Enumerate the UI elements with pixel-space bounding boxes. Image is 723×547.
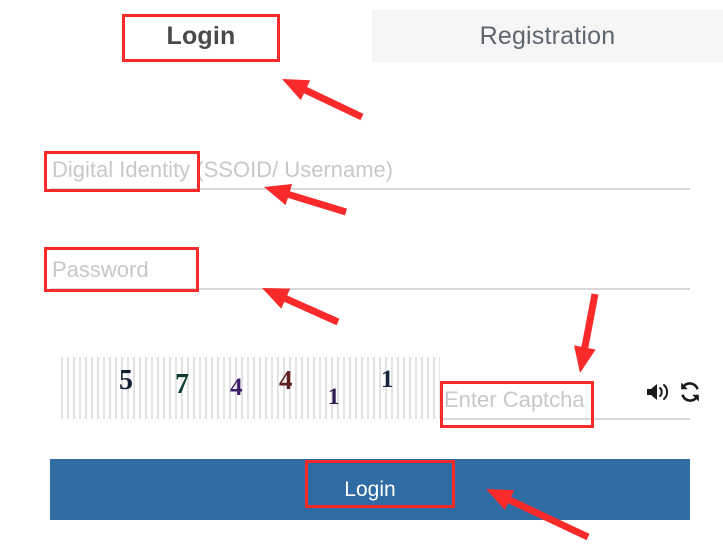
captcha-image: 5 7 4 4 1 1 xyxy=(57,357,440,419)
speaker-icon[interactable] xyxy=(645,381,671,403)
tab-login[interactable]: Login xyxy=(122,10,280,62)
tab-bar: Login Registration xyxy=(0,0,723,70)
digital-identity-input[interactable]: Digital Identity (SSOID/ Username) xyxy=(50,150,690,190)
password-placeholder: Password xyxy=(52,257,149,282)
password-input[interactable]: Password xyxy=(50,250,690,290)
arrow-to-captcha-input xyxy=(574,293,599,373)
refresh-icon[interactable] xyxy=(678,380,702,404)
digital-identity-placeholder: Digital Identity (SSOID/ Username) xyxy=(52,157,394,182)
captcha-placeholder: Enter Captcha xyxy=(444,387,585,412)
captcha-digit: 5 xyxy=(119,365,133,396)
captcha-digit: 1 xyxy=(381,366,394,393)
captcha-controls xyxy=(645,378,705,406)
login-submit-button[interactable]: Login xyxy=(50,459,690,520)
arrow-to-login-tab xyxy=(282,79,364,121)
captcha-digit: 1 xyxy=(328,384,340,409)
captcha-digit: 4 xyxy=(230,374,243,401)
arrow-to-password xyxy=(262,288,340,326)
captcha-input[interactable]: Enter Captcha xyxy=(440,380,690,420)
captcha-digit: 4 xyxy=(279,365,293,395)
tab-registration[interactable]: Registration xyxy=(372,10,723,62)
captcha-digit: 7 xyxy=(175,369,189,400)
